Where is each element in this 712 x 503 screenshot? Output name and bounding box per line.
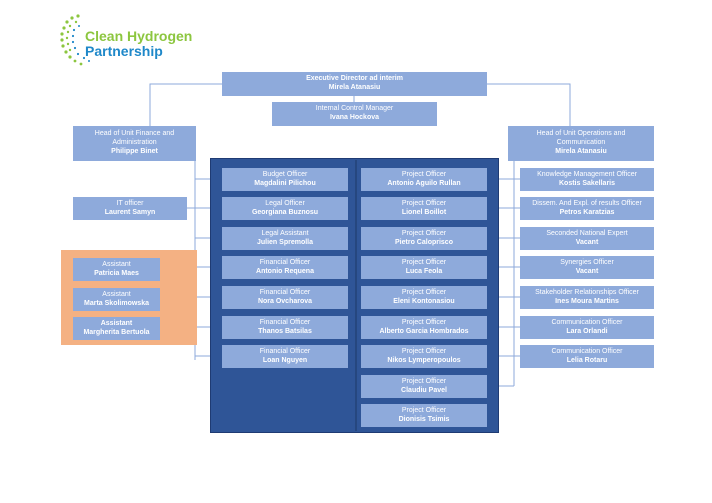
staff-name: Loan Nguyen xyxy=(262,356,308,364)
head-finance-role: Head of Unit Finance and Administration xyxy=(94,130,175,147)
internal-control-name: Ivana Hockova xyxy=(329,114,380,121)
finance-staff-box: Financial Officer Nora Ovcharova xyxy=(222,286,348,309)
staff-name: Dionisis Tsimis xyxy=(398,415,450,423)
staff-role: Knowledge Management Officer xyxy=(537,170,637,178)
operations-staff-box: Communication Officer Lelia Rotaru xyxy=(520,345,654,368)
finance-staff-box: Financial Officer Antonio Requena xyxy=(222,256,348,279)
assistant-name: Margherita Bertuola xyxy=(83,328,150,336)
staff-name: Magdalini Pilichou xyxy=(254,179,316,187)
internal-control-role: Internal Control Manager xyxy=(315,105,394,113)
staff-role: Communication Officer xyxy=(551,347,623,355)
finance-staff-box: Budget Officer Magdalini Pilichou xyxy=(222,168,348,191)
assistant-name: Marta Skolimowska xyxy=(84,299,149,307)
staff-name: Eleni Kontonasiou xyxy=(393,297,455,305)
head-finance-name: Philippe Binet xyxy=(111,147,158,155)
operations-staff-box: Stakeholder Relationships Officer Ines M… xyxy=(520,286,654,309)
staff-role: Project Officer xyxy=(401,258,447,266)
project-staff-box: Project Officer Eleni Kontonasiou xyxy=(361,286,487,309)
staff-role: Communication Officer xyxy=(551,318,623,326)
operations-staff-box: Seconded National Expert Vacant xyxy=(520,227,654,250)
staff-name: Luca Feola xyxy=(405,267,443,275)
staff-role: Project Officer xyxy=(401,377,447,385)
assistant-role: Assistant xyxy=(102,260,131,268)
it-officer-role: IT officer xyxy=(116,199,144,207)
staff-name: Antonio Requena xyxy=(256,267,314,275)
operations-staff-box: Synergies Officer Vacant xyxy=(520,256,654,279)
staff-name: Ines Moura Martins xyxy=(555,297,619,305)
executive-role: Executive Director ad interim xyxy=(306,75,403,83)
head-finance-box: Head of Unit Finance and Administration … xyxy=(73,126,196,161)
staff-name: Georgiana Buznosu xyxy=(251,208,319,216)
it-officer-name: Laurent Samyn xyxy=(104,208,156,216)
finance-staff-box: Legal Officer Georgiana Buznosu xyxy=(222,197,348,220)
staff-name: Lionel Boillot xyxy=(401,208,447,216)
it-officer-box: IT officer Laurent Samyn xyxy=(73,197,187,220)
staff-role: Financial Officer xyxy=(259,347,311,355)
staff-name: Nikos Lymperopoulos xyxy=(387,356,461,364)
staff-role: Dissem. And Expl. of results Officer xyxy=(532,199,642,207)
staff-role: Project Officer xyxy=(401,199,447,207)
staff-name: Alberto Garcia Hombrados xyxy=(379,327,469,335)
project-staff-box: Project Officer Claudiu Pavel xyxy=(361,375,487,398)
staff-name: Lelia Rotaru xyxy=(566,356,608,364)
staff-role: Legal Officer xyxy=(265,199,305,207)
project-staff-box: Project Officer Pietro Caloprisco xyxy=(361,227,487,250)
project-staff-box: Project Officer Antonio Aguilo Rullan xyxy=(361,168,487,191)
internal-control-box: Internal Control Manager Ivana Hockova xyxy=(272,102,437,126)
logo-line1: Clean Hydrogen xyxy=(85,28,193,44)
head-operations-name: Mirela Atanasiu xyxy=(555,147,607,155)
staff-name: Vacant xyxy=(575,238,599,246)
staff-role: Financial Officer xyxy=(259,258,311,266)
head-operations-role: Head of Unit Operations and Communicatio… xyxy=(536,130,626,147)
staff-role: Budget Officer xyxy=(262,170,308,178)
staff-role: Financial Officer xyxy=(259,288,311,296)
panel-divider xyxy=(355,160,357,431)
logo-dots-icon xyxy=(60,14,90,66)
staff-role: Project Officer xyxy=(401,170,447,178)
assistant-name: Patricia Maes xyxy=(94,269,139,277)
staff-role: Stakeholder Relationships Officer xyxy=(535,288,639,296)
operations-staff-box: Dissem. And Expl. of results Officer Pet… xyxy=(520,197,654,220)
staff-name: Kostis Sakellaris xyxy=(558,179,616,187)
staff-name: Lara Orlandi xyxy=(566,327,608,335)
staff-role: Financial Officer xyxy=(259,318,311,326)
staff-name: Antonio Aguilo Rullan xyxy=(387,179,461,187)
staff-name: Thanos Batsilas xyxy=(258,327,312,335)
project-staff-box: Project Officer Dionisis Tsimis xyxy=(361,404,487,427)
operations-staff-box: Knowledge Management Officer Kostis Sake… xyxy=(520,168,654,191)
staff-role: Project Officer xyxy=(401,406,447,414)
assistant-box: Assistant Patricia Maes xyxy=(73,258,160,281)
head-operations-box: Head of Unit Operations and Communicatio… xyxy=(508,126,654,161)
staff-role: Project Officer xyxy=(401,229,447,237)
executive-director-box: Executive Director ad interim Mirela Ata… xyxy=(222,72,487,96)
staff-role: Project Officer xyxy=(401,347,447,355)
staff-name: Claudiu Pavel xyxy=(401,386,447,394)
finance-staff-box: Financial Officer Thanos Batsilas xyxy=(222,316,348,339)
staff-role: Project Officer xyxy=(401,288,447,296)
project-staff-box: Project Officer Nikos Lymperopoulos xyxy=(361,345,487,368)
operations-staff-box: Communication Officer Lara Orlandi xyxy=(520,316,654,339)
staff-role: Legal Assistant xyxy=(261,229,309,237)
staff-role: Project Officer xyxy=(401,318,447,326)
staff-role: Seconded National Expert xyxy=(546,229,628,237)
staff-name: Petros Karatzias xyxy=(559,208,615,216)
staff-name: Vacant xyxy=(575,267,599,275)
assistant-role: Assistant xyxy=(102,290,131,298)
project-staff-box: Project Officer Luca Feola xyxy=(361,256,487,279)
executive-name: Mirela Atanasiu xyxy=(328,84,381,91)
finance-staff-box: Legal Assistant Julien Spremolla xyxy=(222,227,348,250)
finance-staff-box: Financial Officer Loan Nguyen xyxy=(222,345,348,368)
assistant-role: Assistant xyxy=(100,319,133,327)
project-staff-box: Project Officer Alberto Garcia Hombrados xyxy=(361,316,487,339)
staff-name: Julien Spremolla xyxy=(256,238,314,246)
assistant-box: Assistant Marta Skolimowska xyxy=(73,288,160,311)
staff-name: Nora Ovcharova xyxy=(257,297,313,305)
logo-line2: Partnership xyxy=(85,43,163,59)
project-staff-box: Project Officer Lionel Boillot xyxy=(361,197,487,220)
assistant-box: Assistant Margherita Bertuola xyxy=(73,317,160,340)
staff-name: Pietro Caloprisco xyxy=(395,238,453,246)
logo: Clean Hydrogen Partnership xyxy=(58,10,198,74)
staff-role: Synergies Officer xyxy=(560,258,614,266)
